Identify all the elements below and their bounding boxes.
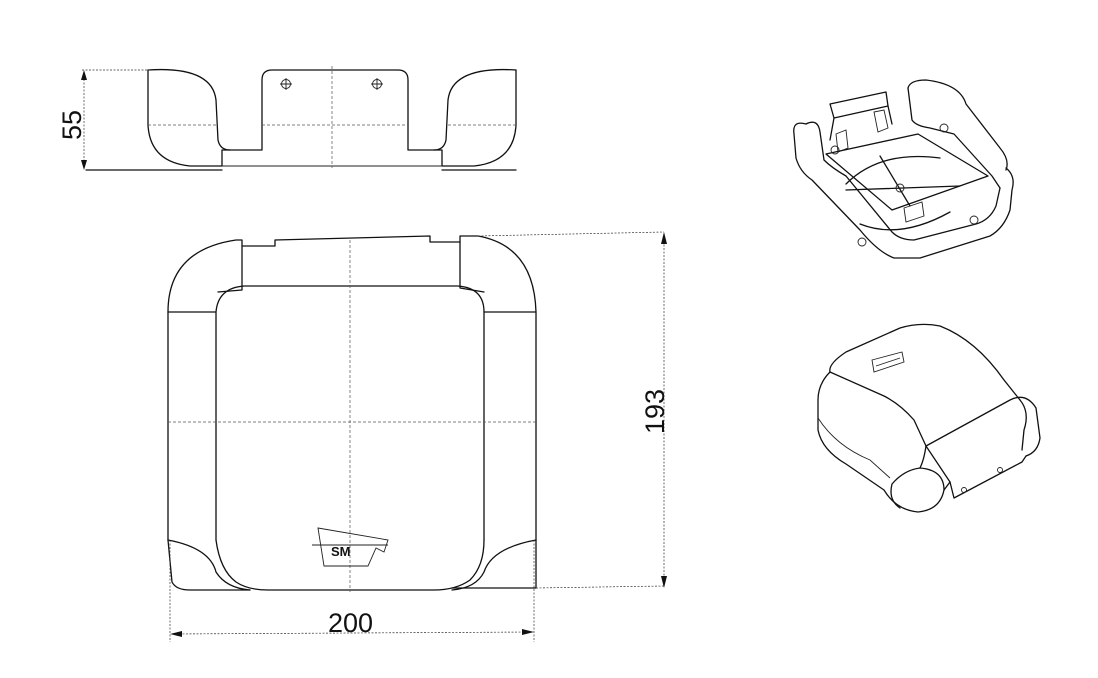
depth-dimension: 193 bbox=[640, 232, 670, 588]
side-view bbox=[82, 66, 517, 171]
logo-badge: SM bbox=[312, 527, 389, 567]
screw-icon bbox=[939, 123, 949, 133]
screw-icon bbox=[857, 237, 867, 247]
center-bolt-icon bbox=[895, 183, 905, 193]
small-logo-icon bbox=[903, 201, 925, 223]
depth-dimension-label: 193 bbox=[640, 389, 670, 434]
top-logo-icon bbox=[871, 351, 905, 373]
width-dimension-label: 200 bbox=[328, 608, 373, 638]
height-dimension: 55 bbox=[57, 70, 87, 170]
width-dimension: 200 bbox=[170, 608, 534, 638]
screw-icon bbox=[830, 145, 840, 155]
screw-icon bbox=[969, 215, 979, 225]
screw-icon bbox=[961, 487, 967, 493]
iso-view-underside bbox=[793, 79, 1014, 259]
screw-icon bbox=[997, 467, 1003, 473]
top-view: SM bbox=[167, 231, 665, 642]
height-dimension-label: 55 bbox=[57, 110, 87, 140]
logo-text: SM bbox=[331, 544, 351, 559]
iso-view-top bbox=[817, 323, 1041, 513]
